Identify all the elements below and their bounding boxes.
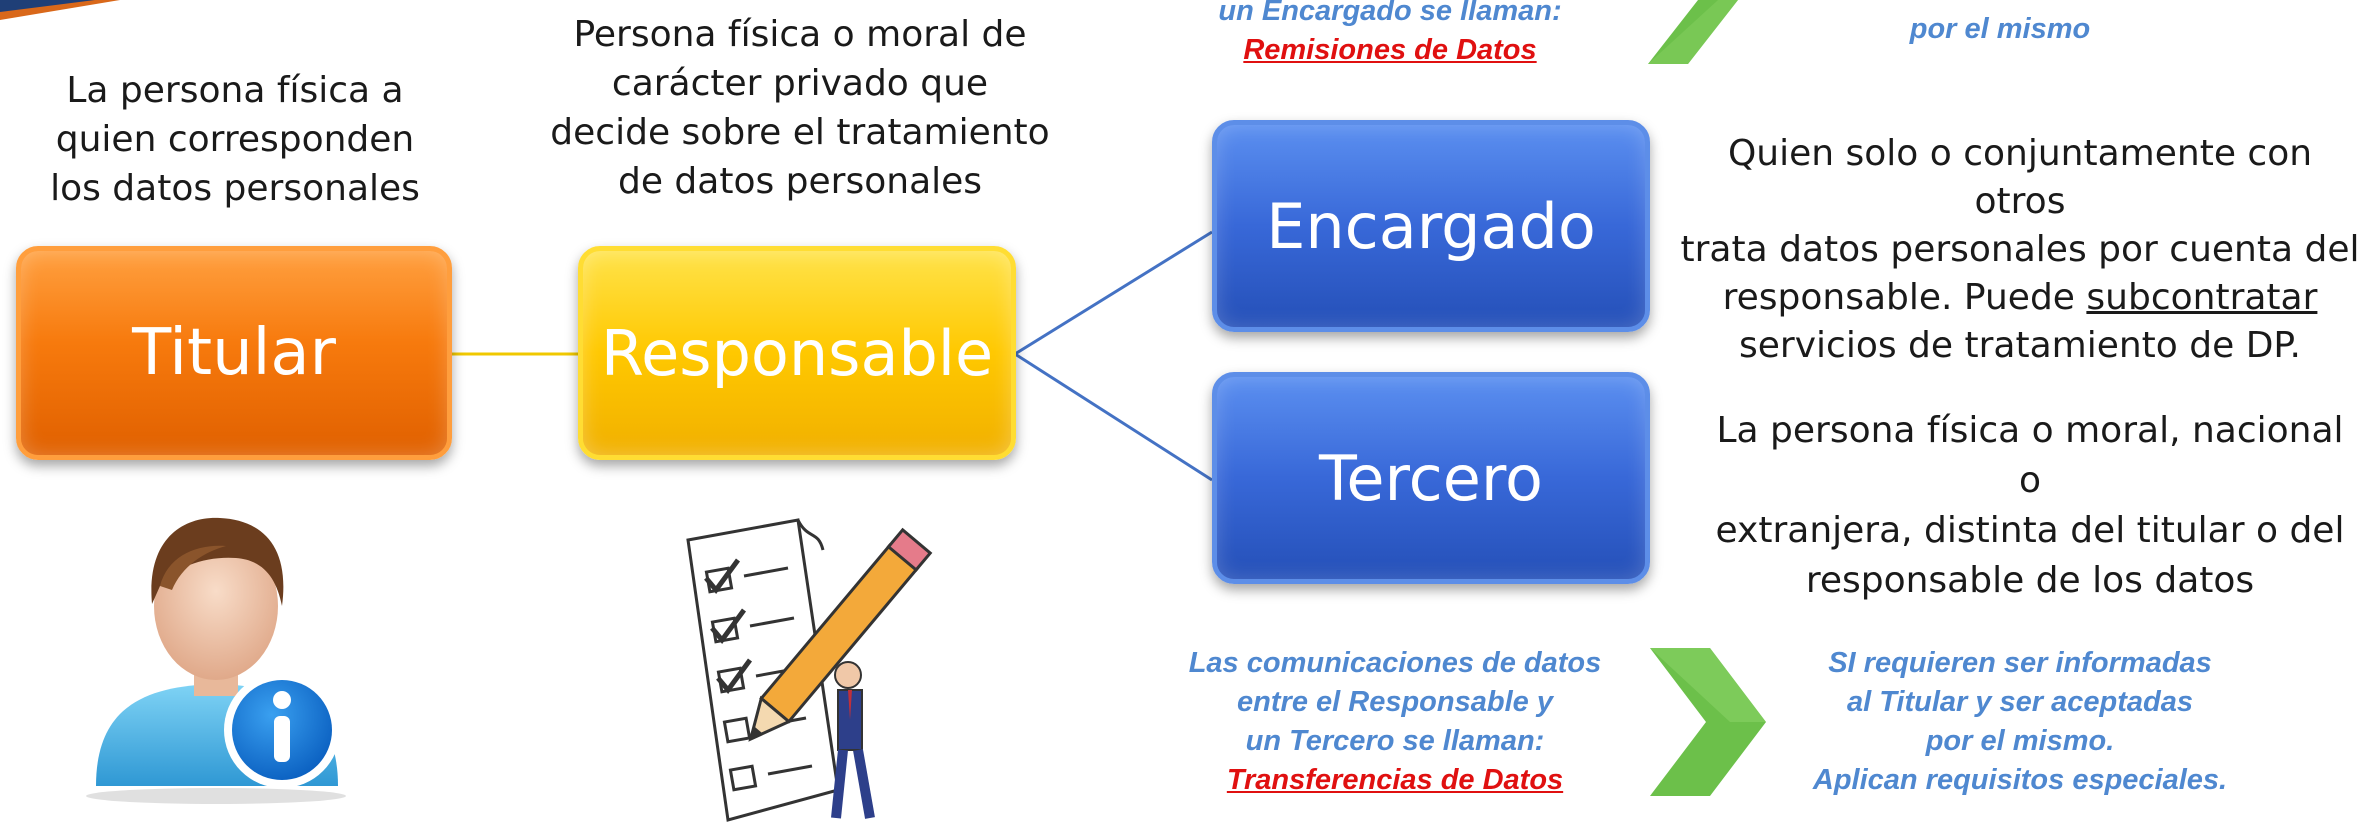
encargado-description: Quien solo o conjuntamente con otros tra… [1680, 133, 2360, 366]
top-note-left: un Encargado se llaman: Remisiones de Da… [1218, 0, 1562, 66]
titular-box: Titular [16, 246, 452, 460]
tercero-label: Tercero [1319, 441, 1543, 515]
encargado-box: Encargado [1212, 120, 1650, 332]
responsable-box: Responsable [578, 246, 1016, 460]
responsable-encargado-line [1014, 230, 1213, 356]
chevron-right-icon [1648, 0, 1738, 64]
tercero-description: La persona física o moral, nacional o ex… [1715, 410, 2345, 601]
encargado-label: Encargado [1266, 189, 1596, 263]
responsable-description: Persona física o moral de carácter priva… [550, 14, 1050, 202]
bottom-note-left: Las comunicaciones de datos entre el Res… [1188, 647, 1602, 796]
chevron-right-icon [1650, 648, 1766, 796]
bottom-note-right: SI requieren ser informadas al Titular y… [1812, 647, 2228, 796]
checklist-pencil-illustration [686, 518, 933, 822]
tercero-box: Tercero [1212, 372, 1650, 584]
titular-description: La persona física a quien corresponden l… [50, 70, 420, 209]
titular-label: Titular [132, 316, 336, 390]
top-note-right: por el mismo [1909, 13, 2091, 45]
user-info-icon [86, 517, 346, 804]
responsable-label: Responsable [600, 316, 994, 390]
responsable-tercero-line [1014, 352, 1213, 482]
corner-banner [0, 0, 120, 20]
